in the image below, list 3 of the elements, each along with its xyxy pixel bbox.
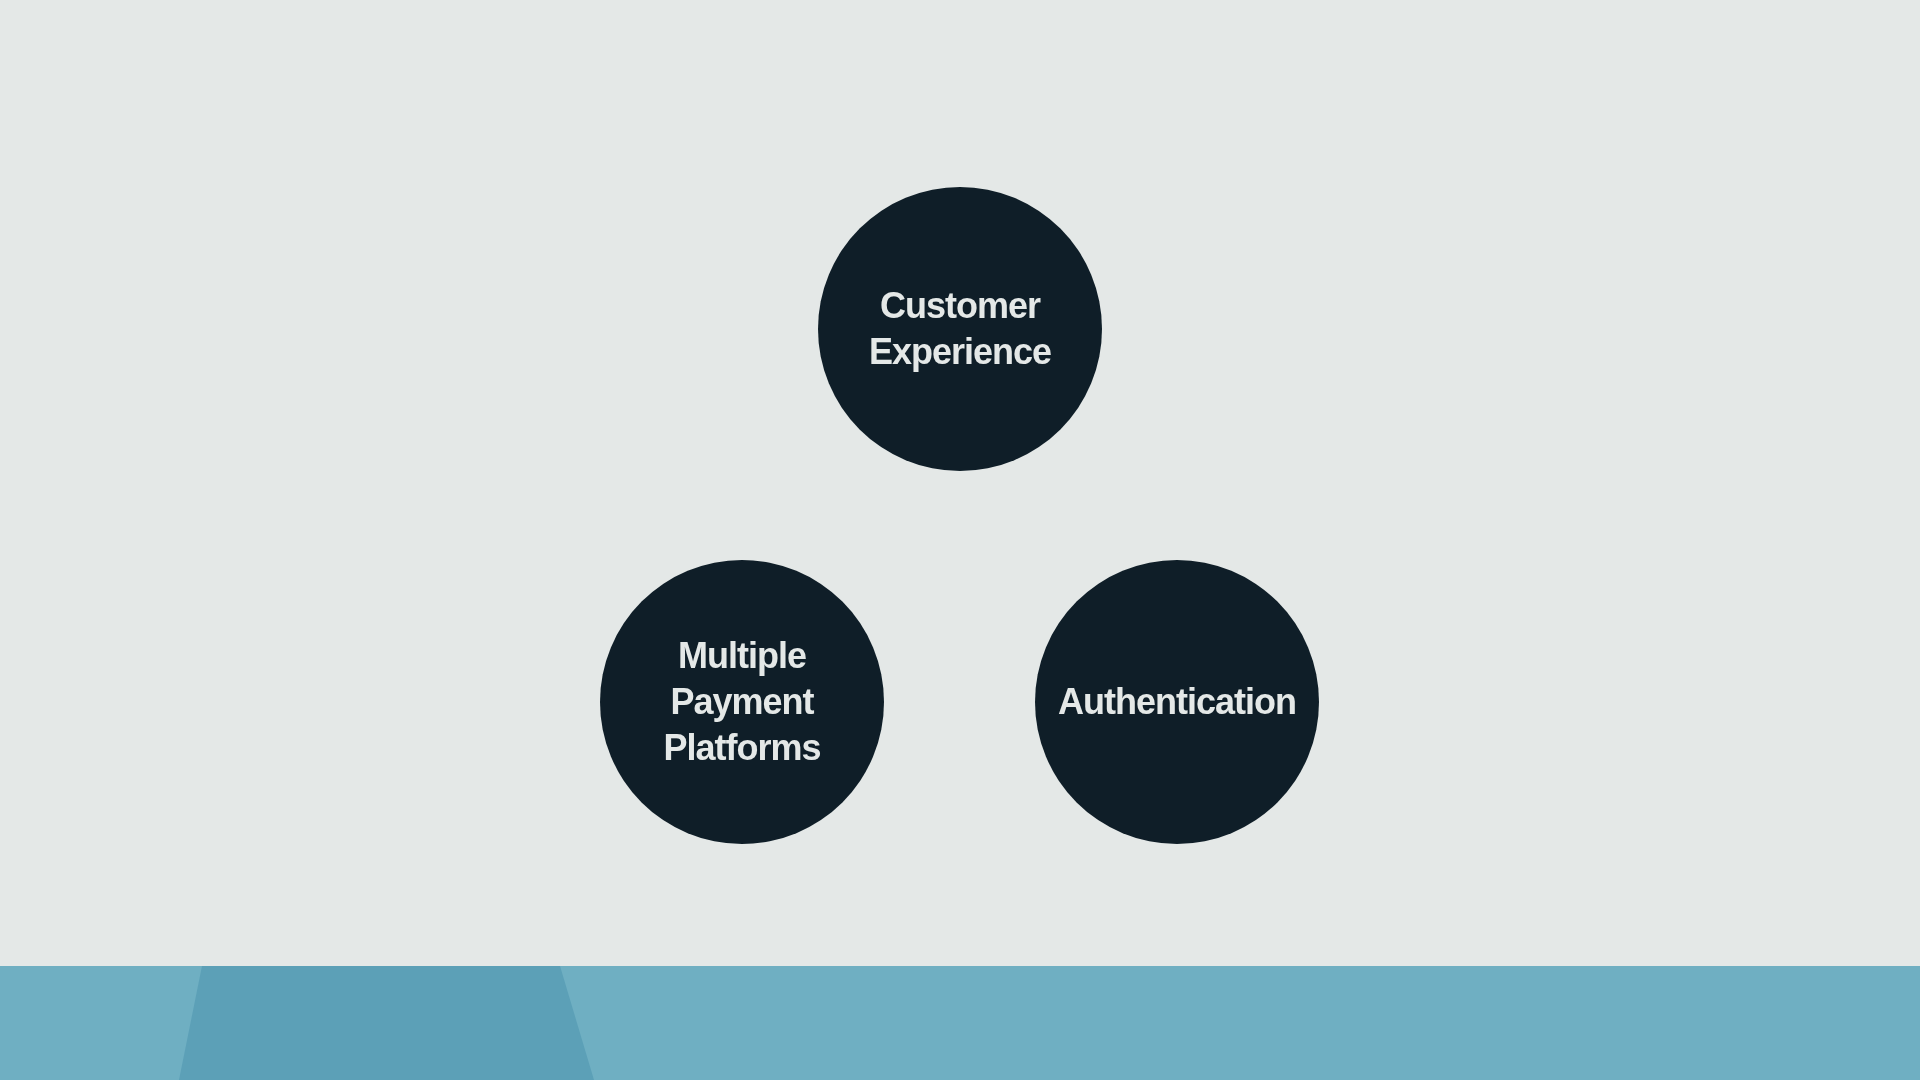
topic-label: Multiple Payment Platforms: [662, 634, 822, 770]
topic-label: Authentication: [1058, 680, 1296, 724]
topic-label: Customer Experience: [867, 284, 1053, 374]
